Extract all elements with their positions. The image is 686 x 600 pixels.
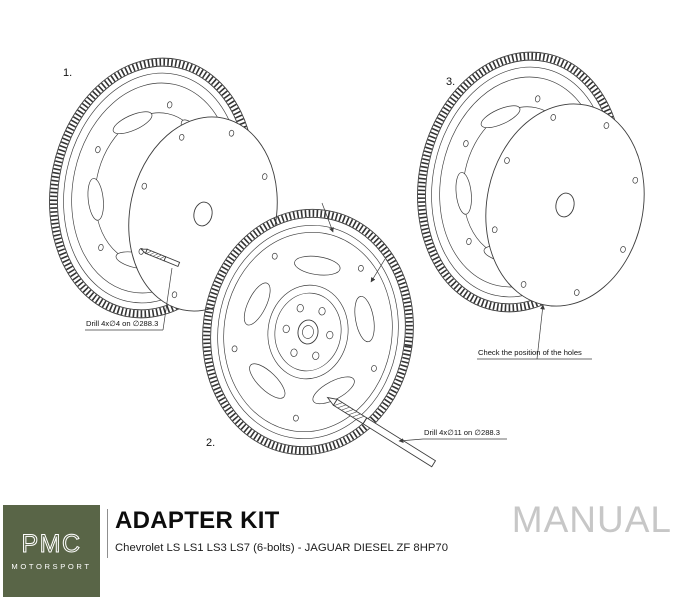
figure-2-pointer-line-left (321, 202, 334, 233)
figure-2-hub-bolt-holes (282, 304, 334, 360)
figure-3-label: 3. (446, 76, 455, 88)
page-title: ADAPTER KIT (115, 507, 280, 534)
figure-3-leader-line (536, 304, 545, 360)
figure-1-annotation: Drill 4x∅4 on ∅288.3 (86, 319, 158, 328)
page-subtitle: Chevrolet LS LS1 LS3 LS7 (6-bolts) - JAG… (115, 542, 448, 554)
footer-divider (107, 509, 108, 558)
technical-diagram: Drill 4x∅4 on ∅288.3 1. (49, 51, 645, 468)
figure-2-label: 2. (206, 437, 215, 449)
figure-2-center-hole (297, 319, 319, 345)
footer-title-block: ADAPTER KIT Chevrolet LS LS1 LS3 LS7 (6-… (115, 507, 448, 554)
pmc-logo-art: PMC MOTORSPORT (11, 530, 91, 572)
figure-2-slots (243, 255, 375, 405)
figure-1-label: 1. (63, 67, 72, 79)
manual-watermark: MANUAL (511, 499, 672, 540)
pmc-logo-monogram: PMC (21, 530, 81, 558)
figure-2-leader-line (398, 438, 424, 444)
figure-2-flexplate (202, 208, 414, 456)
figure-3-annotation: Check the position of the holes (478, 348, 582, 357)
figure-1-leader-line (162, 267, 173, 331)
figure-2-rim-holes (231, 252, 377, 422)
figure-2-pointer-line-right (370, 258, 386, 283)
figure-3-plate-holes (491, 114, 639, 296)
figure-1-drill-bit-icon (140, 248, 181, 267)
figure-2-annotation: Drill 4x∅11 on ∅288.3 (424, 428, 500, 437)
pmc-logo: PMC MOTORSPORT (3, 505, 100, 597)
pmc-logo-wordmark: MOTORSPORT (11, 562, 91, 571)
